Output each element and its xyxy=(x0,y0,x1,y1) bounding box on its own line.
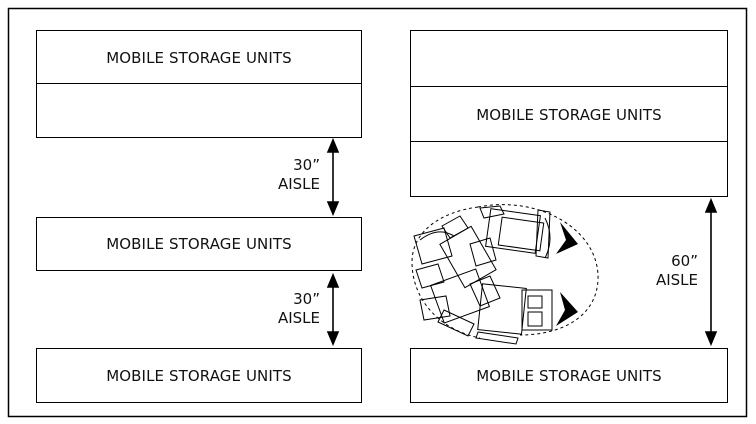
wheelchair-shape-5 xyxy=(475,283,553,345)
turn-direction-arrow-upper xyxy=(556,222,578,254)
left-middle-unit-label: MOBILE STORAGE UNITS xyxy=(106,235,292,253)
right-aisle-word: AISLE xyxy=(655,271,698,289)
left-aisle-1-size: 30” xyxy=(293,156,320,174)
wheelchair-turning-illustration xyxy=(411,204,599,345)
right-bottom-storage-unit: MOBILE STORAGE UNITS xyxy=(410,348,728,403)
outer-border xyxy=(7,7,748,418)
left-bottom-storage-unit: MOBILE STORAGE UNITS xyxy=(36,348,362,403)
aisle-arrow-right xyxy=(704,197,718,347)
right-aisle-size: 60” xyxy=(671,252,698,270)
right-top-storage-unit-lower xyxy=(410,141,728,197)
left-aisle-1-word: AISLE xyxy=(277,175,320,193)
left-middle-storage-unit: MOBILE STORAGE UNITS xyxy=(36,217,362,271)
left-top-storage-unit: MOBILE STORAGE UNITS xyxy=(36,30,362,84)
left-aisle-1-label: 30” AISLE xyxy=(250,156,320,194)
right-bottom-unit-label: MOBILE STORAGE UNITS xyxy=(476,367,662,385)
right-top-storage-unit: MOBILE STORAGE UNITS xyxy=(410,86,728,142)
aisle-arrow-left-2 xyxy=(326,272,340,347)
right-top-storage-unit-upper xyxy=(410,30,728,87)
left-aisle-2-size: 30” xyxy=(293,290,320,308)
wheelchair-shape-4 xyxy=(429,268,501,337)
right-aisle-label: 60” AISLE xyxy=(628,252,698,290)
left-top-unit-label: MOBILE STORAGE UNITS xyxy=(106,49,292,67)
wheelchair-shape-3 xyxy=(413,227,455,321)
wheelchair-shape-2 xyxy=(439,215,497,289)
aisle-arrow-left-1 xyxy=(326,137,340,217)
left-aisle-2-word: AISLE xyxy=(277,309,320,327)
right-top-unit-label: MOBILE STORAGE UNITS xyxy=(476,106,662,124)
turn-direction-arrow-lower xyxy=(556,292,578,326)
left-aisle-2-label: 30” AISLE xyxy=(250,290,320,328)
wheelchair-shape-1 xyxy=(479,205,551,259)
left-top-storage-unit-lower xyxy=(36,83,362,138)
left-bottom-unit-label: MOBILE STORAGE UNITS xyxy=(106,367,292,385)
